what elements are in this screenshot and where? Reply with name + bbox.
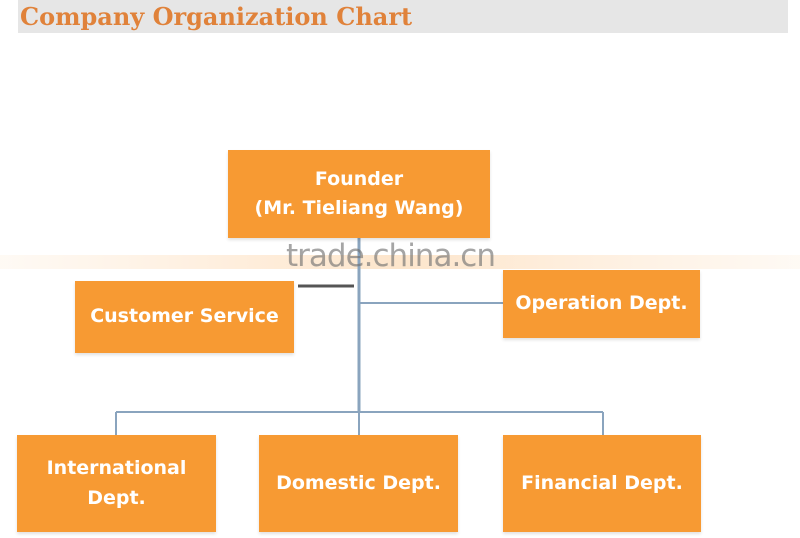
international-dept-label-line1: International bbox=[46, 457, 187, 480]
founder-box: Founder (Mr. Tieliang Wang) bbox=[228, 150, 490, 238]
founder-title: Founder bbox=[314, 167, 404, 190]
customer-service-box: Customer Service bbox=[75, 281, 294, 353]
financial-dept-label: Financial Dept. bbox=[521, 471, 683, 494]
watermark: trade.china.cn bbox=[286, 238, 496, 274]
customer-service-label: Customer Service bbox=[90, 305, 279, 328]
operation-dept-label: Operation Dept. bbox=[515, 292, 688, 315]
founder-name: (Mr. Tieliang Wang) bbox=[254, 197, 464, 219]
financial-dept-box: Financial Dept. bbox=[503, 435, 701, 532]
page-title: Company Organization Chart bbox=[20, 2, 413, 31]
domestic-dept-label: Domestic Dept. bbox=[276, 471, 441, 494]
decorative-band bbox=[0, 255, 800, 269]
title-bar: Company Organization Chart bbox=[18, 0, 788, 33]
domestic-dept-box: Domestic Dept. bbox=[259, 435, 458, 532]
international-dept-label-line2: Dept. bbox=[87, 486, 146, 509]
operation-dept-box: Operation Dept. bbox=[503, 270, 700, 338]
international-dept-box: International Dept. bbox=[17, 435, 216, 532]
